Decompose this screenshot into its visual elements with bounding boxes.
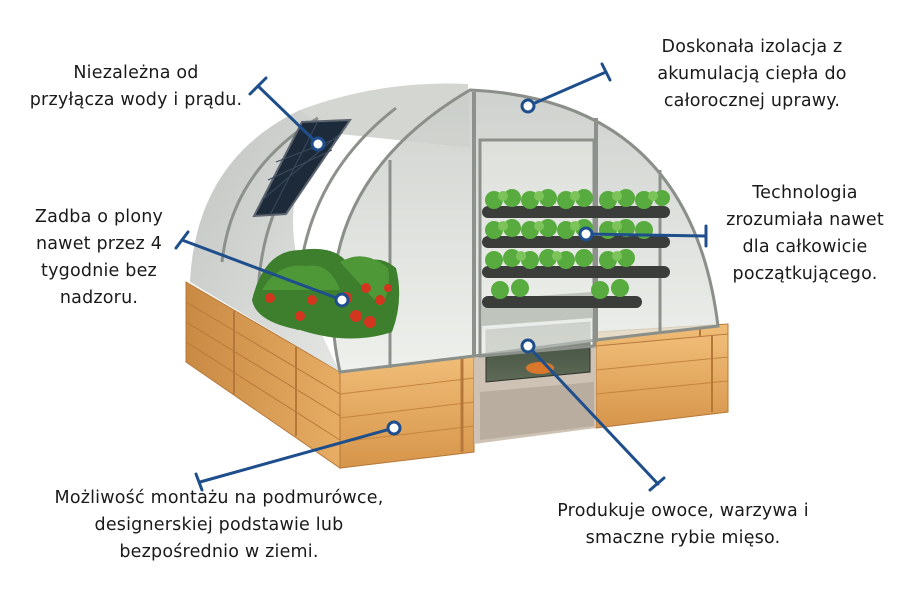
solar-panel bbox=[252, 118, 352, 218]
callout-crops-care: Zadba o plony nawet przez 4 tygodnie bez… bbox=[34, 207, 164, 308]
callout-technology: Technologia zrozumiała nawet dla całkowi… bbox=[726, 183, 884, 284]
callout-insulation: Doskonała izolacja z akumulacją ciepła d… bbox=[657, 37, 847, 111]
leader-line-insulation bbox=[526, 70, 608, 108]
leader-line-water-power bbox=[256, 84, 320, 146]
leader-line-crops-care bbox=[180, 238, 344, 302]
leader-line-technology bbox=[584, 232, 708, 238]
callout-mounting: Możliwość montażu na podmurówce, designe… bbox=[54, 488, 384, 562]
callout-produce: Produkuje owoce, warzywa i smaczne rybie… bbox=[557, 501, 809, 548]
callout-water-power: Niezależna od przyłącza wody i prądu. bbox=[29, 63, 243, 110]
leader-line-mounting bbox=[198, 426, 396, 484]
leader-line-produce bbox=[526, 344, 660, 486]
leader-lines bbox=[174, 62, 708, 492]
